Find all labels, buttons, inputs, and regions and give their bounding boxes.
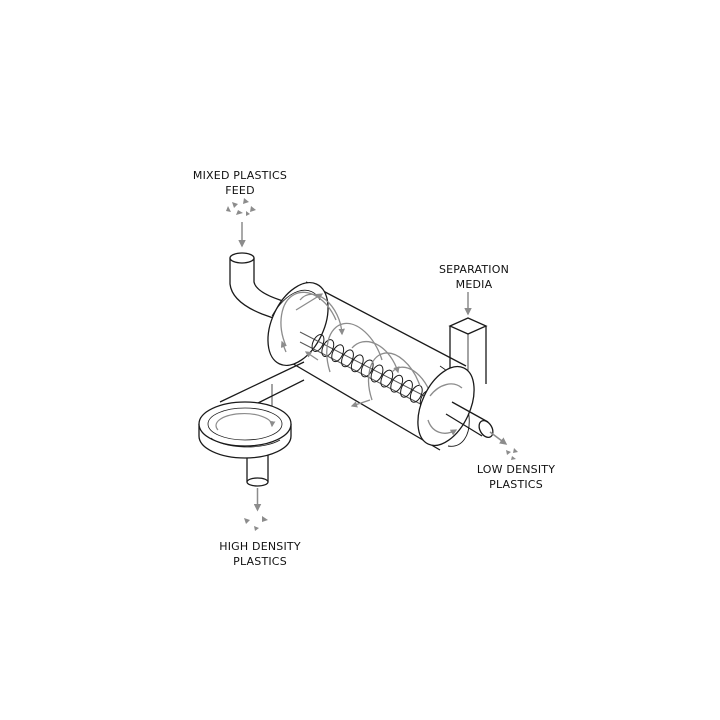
- separation-media-label: SEPARATION MEDIA: [414, 262, 534, 292]
- auger-coil: [350, 354, 364, 373]
- auger-coil: [321, 339, 335, 358]
- high-label-line2: PLASTICS: [233, 555, 287, 568]
- auger-coil: [341, 349, 354, 368]
- media-label-line1: SEPARATION: [438, 263, 510, 276]
- low-density-plastics-label: LOW DENSITY PLASTICS: [456, 462, 576, 492]
- high-density-particles: [244, 516, 268, 531]
- feed-label-line2: FEED: [225, 184, 255, 197]
- low-density-particles: [506, 448, 518, 460]
- feed-inlet-pipe: [229, 252, 301, 325]
- media-label-line2: MEDIA: [455, 278, 493, 291]
- feed-particles: [226, 198, 256, 216]
- separation-media-inlet: [448, 317, 488, 384]
- bowl-flow-swirl: [215, 412, 276, 431]
- separation-bowl: [198, 401, 292, 459]
- auger-coil: [311, 334, 325, 352]
- auger-coil: [360, 359, 374, 378]
- feed-label-line1: MIXED PLASTICS: [192, 169, 288, 182]
- high-density-outlet: [246, 440, 269, 487]
- high-density-plastics-label: HIGH DENSITY PLASTICS: [200, 539, 320, 569]
- auger-coil: [331, 344, 345, 363]
- auger-coil: [370, 364, 384, 383]
- auger-coil: [380, 369, 394, 388]
- cylinder-outlet-end: [417, 365, 475, 447]
- low-label-line2: PLASTICS: [489, 478, 543, 491]
- low-density-arrow: [489, 431, 508, 445]
- mixed-plastics-feed-label: MIXED PLASTICS FEED: [180, 168, 300, 198]
- low-density-outlet: [445, 401, 494, 439]
- auger-coil: [400, 379, 413, 398]
- auger-coil: [390, 374, 404, 393]
- low-label-line1: LOW DENSITY: [476, 463, 556, 476]
- high-label-line1: HIGH DENSITY: [219, 540, 301, 553]
